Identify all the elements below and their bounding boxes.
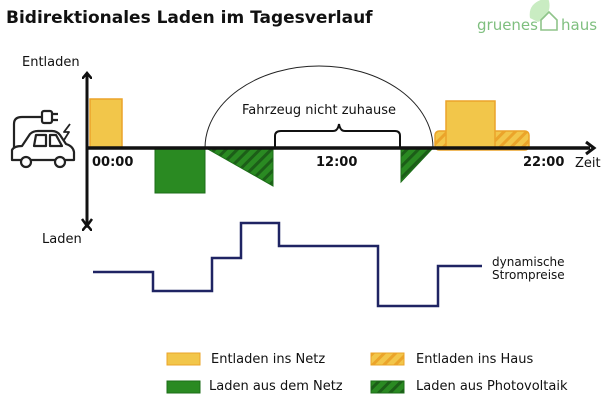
bar-discharge-grid-evening: [445, 100, 496, 149]
axis-up-label: Entladen: [22, 55, 80, 70]
tick-22: 22:00: [523, 155, 564, 170]
legend-label: Entladen ins Haus: [416, 352, 533, 367]
away-arc: [204, 65, 434, 149]
electric-car-icon: [10, 109, 76, 169]
price-label-1: dynamische: [492, 255, 565, 269]
bar-charge-pv-afternoon: [400, 147, 435, 184]
bar-discharge-grid-night: [89, 98, 123, 149]
tick-12: 12:00: [316, 155, 357, 170]
tick-00: 00:00: [92, 155, 133, 170]
price-line: [93, 221, 482, 308]
logo-left: gruenes: [477, 16, 538, 34]
away-brace: [274, 123, 401, 147]
house-icon: [540, 10, 558, 31]
title: Bidirektionales Laden im Tagesverlauf: [6, 8, 373, 28]
legend-swatch-charge-pv: [370, 380, 405, 394]
time-axis-label: Zeit: [575, 156, 601, 171]
bar-charge-pv-morning: [204, 147, 274, 187]
legend-label: Laden aus dem Netz: [209, 379, 343, 394]
logo-right: haus: [561, 16, 597, 34]
axis-down-label: Laden: [42, 232, 82, 247]
legend-label: Entladen ins Netz: [211, 352, 325, 367]
legend-swatch-discharge-house: [370, 352, 405, 366]
bar-charge-grid: [154, 147, 206, 194]
legend-swatch-charge-grid: [166, 380, 201, 394]
legend-label: Laden aus Photovoltaik: [416, 379, 568, 394]
price-label-2: Strompreise: [492, 268, 565, 282]
legend-swatch-discharge-grid: [166, 352, 201, 366]
legend: Entladen ins Netz Entladen ins Haus Lade…: [166, 352, 568, 394]
away-label: Fahrzeug nicht zuhause: [242, 103, 396, 118]
logo: gruenes haus: [477, 0, 597, 34]
